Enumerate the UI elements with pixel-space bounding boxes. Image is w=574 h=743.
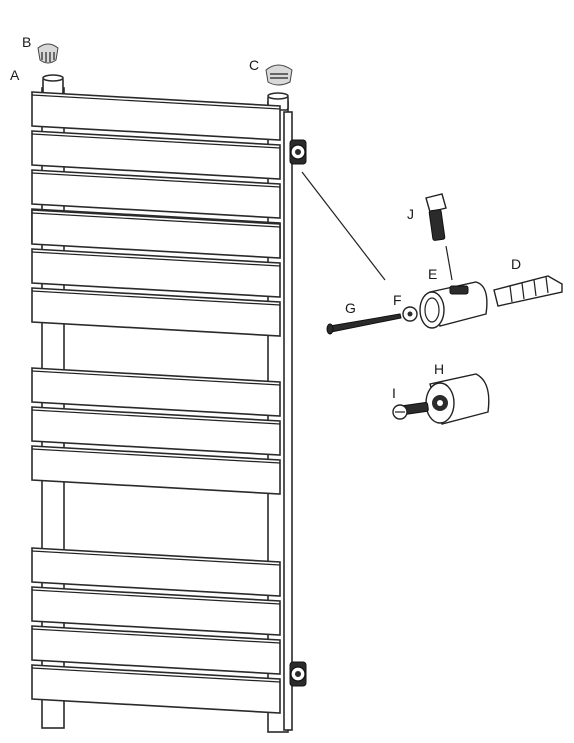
- part-j-screw: [425, 193, 447, 241]
- radiator-rails: [31, 91, 281, 714]
- part-i-grub-screw: [392, 401, 429, 420]
- part-e-bracket-sleeve: [419, 281, 488, 329]
- part-b-air-vent: [37, 43, 59, 64]
- label-d: D: [511, 256, 521, 272]
- leader-line-j: [445, 245, 453, 281]
- rail-panel-edge-12: [31, 589, 281, 605]
- part-g-bolt: [326, 313, 402, 335]
- part-h-cover-cap: [425, 373, 490, 425]
- rail-panel-edge-3: [31, 172, 281, 188]
- rail-panel-2: [31, 130, 281, 180]
- label-e: E: [428, 266, 437, 282]
- rail-panel-3: [31, 169, 281, 219]
- rail-panel-5: [31, 209, 281, 259]
- left-top-inlet-rim: [42, 74, 64, 82]
- rail-panel-6: [31, 248, 281, 298]
- label-i: I: [392, 385, 396, 401]
- label-g: G: [345, 300, 356, 316]
- rail-panel-edge-9: [31, 409, 281, 425]
- rail-panel-edge-1: [31, 94, 281, 110]
- label-f: F: [393, 292, 402, 308]
- rail-panel-edge-7: [31, 290, 281, 306]
- lower-wall-bracket: [289, 661, 307, 687]
- upper-wall-bracket: [289, 139, 307, 165]
- right-back-post: [283, 111, 293, 731]
- label-c: C: [249, 57, 259, 73]
- rail-panel-edge-2: [31, 133, 281, 149]
- part-f-washer: [402, 306, 418, 322]
- part-c-blanking-plug: [265, 64, 293, 86]
- rail-panel-edge-6: [31, 251, 281, 267]
- rail-panel-7: [31, 287, 281, 337]
- rail-panel-11: [31, 547, 281, 597]
- rail-panel-10: [31, 445, 281, 495]
- rail-panel-edge-8: [31, 370, 281, 386]
- leader-line-bracket: [301, 171, 386, 281]
- rail-panel-8: [31, 367, 281, 417]
- label-a: A: [10, 67, 20, 83]
- right-top-inlet-rim: [267, 92, 289, 100]
- rail-panel-12: [31, 586, 281, 636]
- rail-panel-14: [31, 664, 281, 714]
- rail-panel-edge-13: [31, 628, 281, 644]
- rail-panel-edge-11: [31, 550, 281, 566]
- rail-panel-edge-5: [31, 212, 281, 228]
- rail-panel-edge-14: [31, 667, 281, 683]
- label-j: J: [407, 206, 414, 222]
- rail-panel-edge-10: [31, 448, 281, 464]
- label-h: H: [434, 361, 444, 377]
- label-b: B: [22, 34, 31, 50]
- rail-panel-1: [31, 91, 281, 141]
- rail-panel-9: [31, 406, 281, 456]
- part-d-wall-plug: [493, 275, 563, 307]
- rail-panel-13: [31, 625, 281, 675]
